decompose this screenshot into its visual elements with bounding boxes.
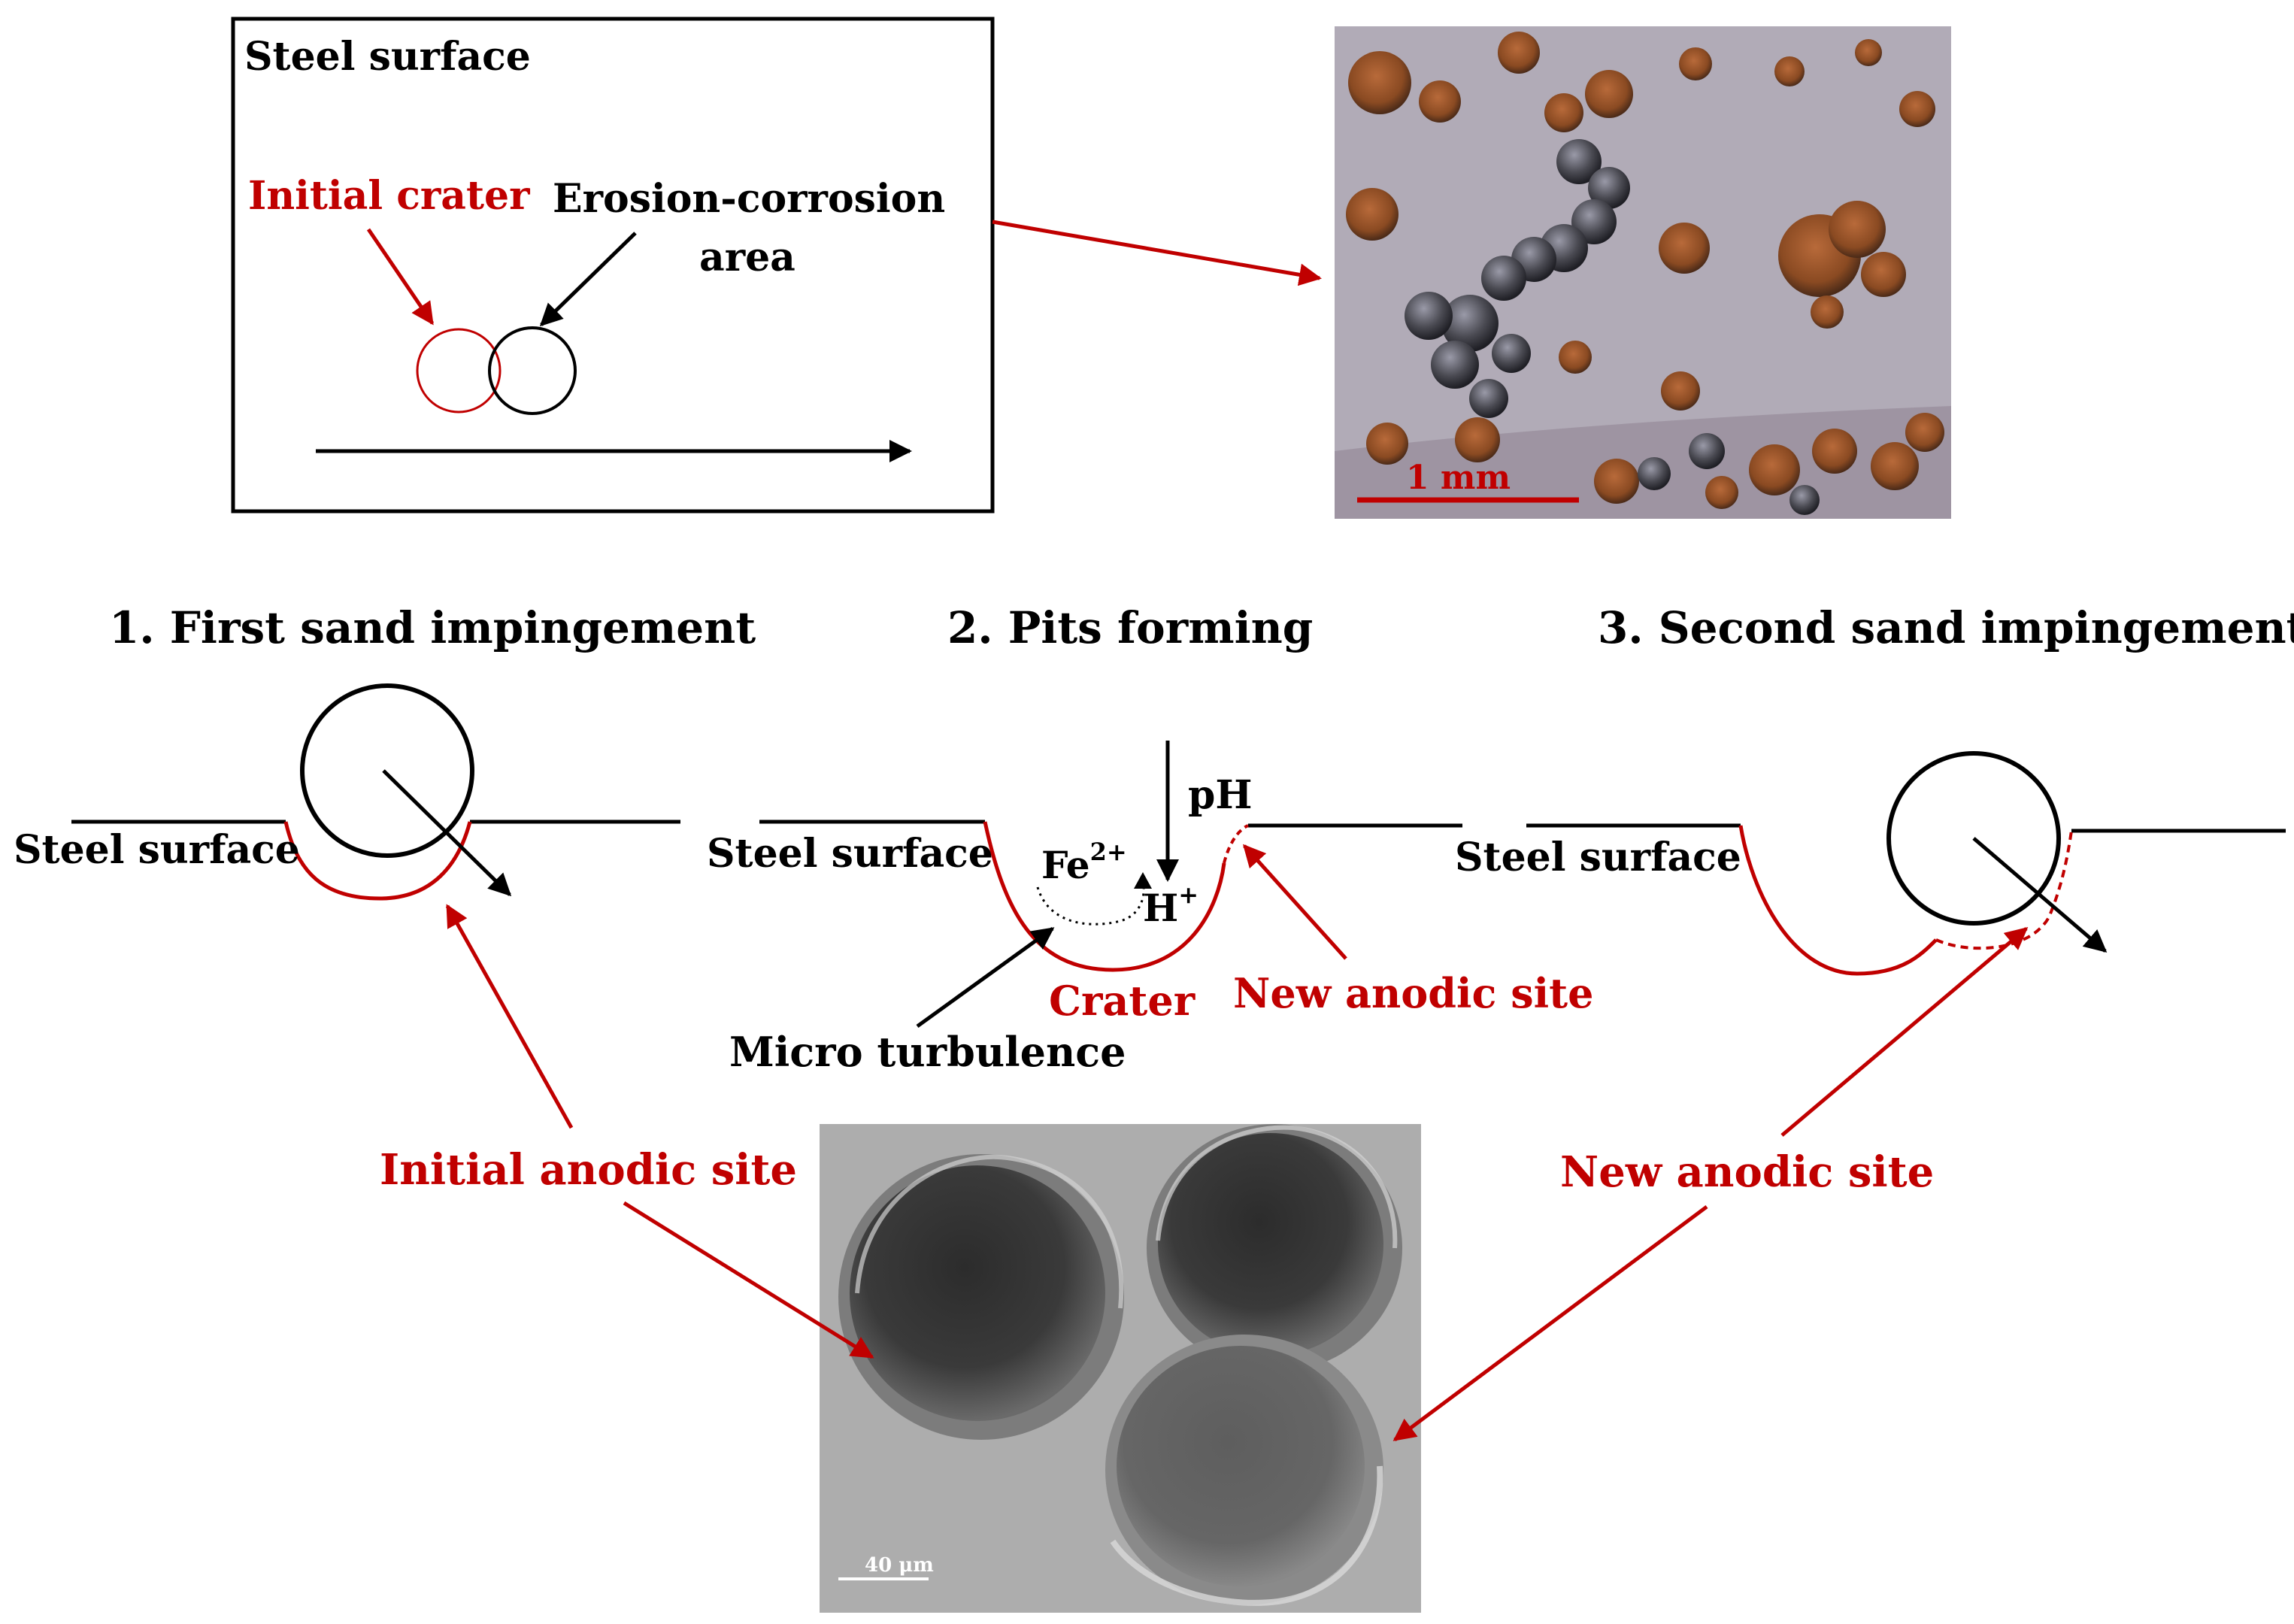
rust-pit [1544,93,1583,132]
new-anodic-site-bottom-label: New anodic site [1560,1147,1934,1197]
to-micrograph-arrow [992,220,1322,286]
new-anodic-site-dashed [1935,830,2073,950]
erosion-corrosion-label-area: area [699,235,795,280]
stage3-title: 3. Second sand impingement [1598,602,2294,653]
initial-anodic-site-annotation: Initial anodic site [380,904,874,1359]
initial-anodic-site-pointer-up [445,904,574,1129]
rust-pit [1348,51,1411,114]
stage3-sketch: Steel surface [1455,751,2286,976]
fe-ion-label: Fe2+ [1041,838,1127,887]
schematic-frame [231,17,995,514]
h-ion-charge: + [1178,880,1199,909]
rust-pit [1861,252,1906,297]
erosion-area-circle [488,326,577,415]
surface-micrograph: 1 mm [1335,26,1951,519]
stage2-title: 2. Pits forming [947,602,1313,653]
initial-anodic-site-pointer-down [623,1201,874,1359]
dark-pit [1638,457,1671,490]
rust-pit [1871,442,1919,490]
rust-pit [1585,70,1633,118]
rust-pit [1559,341,1592,374]
rust-pit [1679,47,1712,80]
rust-pit [1774,56,1805,86]
rust-pit [1661,371,1700,411]
initial-anodic-site-label: Initial anodic site [380,1145,797,1195]
rust-pit [1346,188,1399,241]
new-anodic-site-pointer-up [1780,927,2029,1137]
rust-pit [1812,429,1857,474]
micrograph-scale-label: 1 mm [1406,459,1511,497]
crater-label: Crater [1049,977,1195,1025]
rust-pit [1899,91,1935,127]
new-anodic-site-annotation: New anodic site [1392,927,2029,1442]
rust-pit [1855,39,1882,66]
schematic-panel: Steel surface Initial crater Erosion-cor… [231,17,995,514]
rust-pit [1811,295,1844,329]
rust-pit [1366,423,1408,465]
erosion-area-pointer [539,232,637,327]
stage3-surface-label: Steel surface [1455,835,1741,880]
dark-pit [1588,167,1630,209]
dark-pit [1481,256,1526,301]
old-crater-curve [1738,825,1938,976]
initial-crater-curve [283,821,472,901]
impact-direction-arrow [382,769,512,897]
rust-pit [1749,444,1800,495]
new-anodic-site-dashed [1223,824,1249,864]
stage1-sketch: Steel surface [14,683,680,901]
dark-pit [1492,334,1531,373]
schematic-title: Steel surface [244,34,531,80]
sem-micrograph: 40 μm [820,1124,1421,1613]
initial-crater-label: Initial crater [248,173,530,219]
dark-pit [1441,295,1499,352]
dark-pit [1556,139,1602,184]
rust-pit [1829,201,1886,258]
sand-particle [300,683,474,858]
rust-pit [1705,476,1738,509]
erosion-corrosion-label: Erosion-corrosion [553,176,945,222]
dark-pit [1689,433,1725,469]
rust-pit [1905,413,1944,452]
dark-pit [1571,199,1617,244]
impact-direction-arrow [1972,837,2108,953]
initial-crater-pointer [366,228,435,326]
stage1-surface-label: Steel surface [14,827,300,873]
micro-turbulence-pointer [916,926,1055,1029]
rust-pit [1659,223,1710,274]
sem-scale-label: 40 μm [865,1554,934,1577]
dark-pit [1789,485,1820,515]
rust-pit [1455,417,1500,462]
dark-pit [1469,379,1508,418]
micro-turbulence-label: Micro turbulence [729,1028,1126,1076]
h-ion-label: H+ [1143,880,1199,930]
dark-pit [1405,292,1453,340]
rust-pit [1594,459,1639,504]
new-anodic-site-pointer [1242,844,1347,960]
new-anodic-site-label: New anodic site [1233,969,1593,1017]
new-anodic-site-pointer-down [1392,1204,1708,1442]
sand-particle [1886,751,2061,926]
stage2-sketch: pH Fe2+ H+ Steel surface Crater New anod… [707,741,1593,1076]
dark-pit [1431,341,1479,389]
ph-label: pH [1188,772,1253,818]
rust-pit [1419,80,1461,123]
fe-ion-charge: 2+ [1090,838,1127,866]
initial-crater-circle [416,328,502,414]
crater-curve [983,821,1226,972]
stage2-surface-label: Steel surface [707,831,993,877]
rust-pit [1498,32,1540,74]
stage1-title: 1. First sand impingement [109,602,756,653]
